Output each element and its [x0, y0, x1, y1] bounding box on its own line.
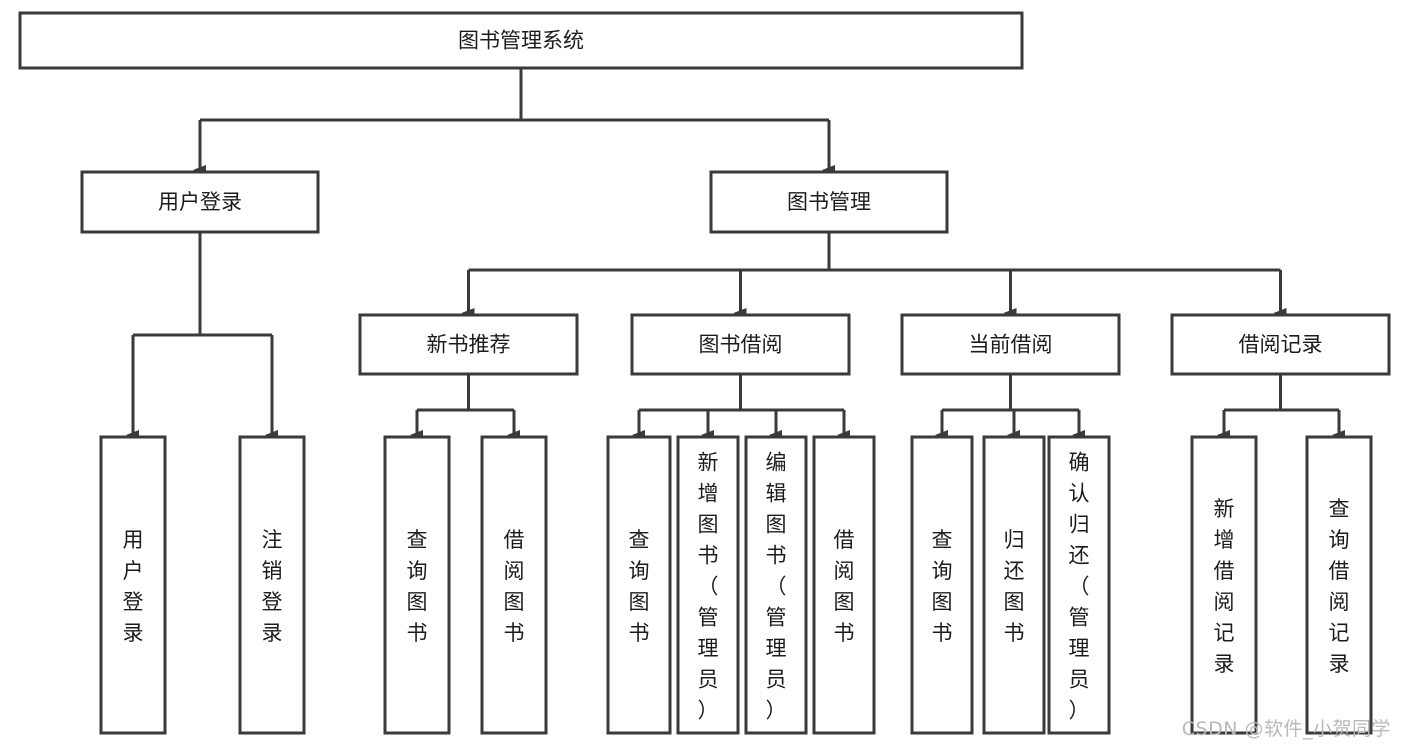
node-leaf-add-book-box[interactable] [676, 435, 740, 735]
node-borrow-record-label: 借阅记录 [1239, 333, 1323, 357]
node-leaf-query-record-label: 查询借阅记录 [1329, 497, 1350, 676]
root-node-label: 图书管理系统 [458, 29, 584, 53]
node-leaf-query-record-box[interactable] [1305, 435, 1373, 735]
node-book-borrow[interactable]: 图书借阅 [630, 313, 851, 376]
node-leaf-query-record[interactable]: 查询借阅记录 [1305, 435, 1373, 735]
node-leaf-edit-book-box[interactable] [744, 435, 808, 735]
connector-layer [126, 68, 1345, 440]
node-leaf-borrow-book-rec[interactable]: 借阅图书 [480, 435, 548, 735]
node-leaf-query-book-rec-label: 查询图书 [407, 528, 428, 645]
node-leaf-add-book-label: 新增图书（管理员） [698, 451, 719, 723]
node-user-login-box[interactable] [80, 170, 320, 234]
node-leaf-return-book-box[interactable] [982, 435, 1046, 735]
node-leaf-borrow-book[interactable]: 借阅图书 [812, 435, 876, 735]
node-leaf-confirm-return[interactable]: 确认归还（管理员） [1047, 435, 1111, 735]
node-layer: 图书管理系统用户登录图书管理新书推荐图书借阅当前借阅借阅记录用户登录注销登录查询… [18, 11, 1391, 735]
node-leaf-add-record[interactable]: 新增借阅记录 [1190, 435, 1258, 735]
node-leaf-confirm-return-box[interactable] [1047, 435, 1111, 735]
node-leaf-return-book[interactable]: 归还图书 [982, 435, 1046, 735]
node-current-borrow[interactable]: 当前借阅 [900, 313, 1121, 376]
node-leaf-user-login-box[interactable] [99, 435, 167, 735]
node-leaf-query-book-borrow-box[interactable] [606, 435, 672, 735]
node-leaf-add-book[interactable]: 新增图书（管理员） [676, 435, 740, 735]
node-leaf-return-book-label: 归还图书 [1004, 528, 1025, 645]
node-leaf-logout-box[interactable] [238, 435, 306, 735]
node-book-borrow-box[interactable] [630, 313, 851, 376]
node-leaf-add-record-label: 新增借阅记录 [1214, 497, 1235, 676]
node-leaf-query-book-cur-label: 查询图书 [932, 528, 953, 645]
node-leaf-borrow-book-rec-label: 借阅图书 [504, 528, 525, 645]
node-leaf-user-login-label: 用户登录 [123, 528, 144, 645]
node-leaf-add-record-box[interactable] [1190, 435, 1258, 735]
node-leaf-user-login[interactable]: 用户登录 [99, 435, 167, 735]
node-new-book-rec-label: 新书推荐 [427, 333, 511, 357]
node-new-book-rec[interactable]: 新书推荐 [358, 313, 579, 376]
root-node-box[interactable] [18, 11, 1024, 70]
node-borrow-record-box[interactable] [1170, 313, 1391, 376]
node-borrow-record[interactable]: 借阅记录 [1170, 313, 1391, 376]
node-leaf-borrow-book-label: 借阅图书 [834, 528, 855, 645]
node-user-login-label: 用户登录 [158, 190, 242, 214]
node-leaf-logout-label: 注销登录 [262, 528, 283, 645]
node-leaf-edit-book[interactable]: 编辑图书（管理员） [744, 435, 808, 735]
node-leaf-confirm-return-label: 确认归还（管理员） [1069, 451, 1090, 723]
node-user-login[interactable]: 用户登录 [80, 170, 320, 234]
node-leaf-logout[interactable]: 注销登录 [238, 435, 306, 735]
node-current-borrow-box[interactable] [900, 313, 1121, 376]
node-book-manage[interactable]: 图书管理 [709, 170, 949, 234]
node-leaf-borrow-book-box[interactable] [812, 435, 876, 735]
node-leaf-edit-book-label: 编辑图书（管理员） [766, 451, 787, 723]
node-book-borrow-label: 图书借阅 [699, 333, 783, 357]
node-leaf-query-book-borrow[interactable]: 查询图书 [606, 435, 672, 735]
node-leaf-query-book-rec[interactable]: 查询图书 [383, 435, 451, 735]
node-new-book-rec-box[interactable] [358, 313, 579, 376]
node-leaf-query-book-cur-box[interactable] [910, 435, 974, 735]
node-book-manage-box[interactable] [709, 170, 949, 234]
node-book-manage-label: 图书管理 [787, 190, 871, 214]
node-current-borrow-label: 当前借阅 [969, 333, 1053, 357]
node-leaf-query-book-rec-box[interactable] [383, 435, 451, 735]
node-leaf-borrow-book-rec-box[interactable] [480, 435, 548, 735]
node-leaf-query-book-borrow-label: 查询图书 [629, 528, 650, 645]
root-node[interactable]: 图书管理系统 [18, 11, 1024, 70]
node-leaf-query-book-cur[interactable]: 查询图书 [910, 435, 974, 735]
